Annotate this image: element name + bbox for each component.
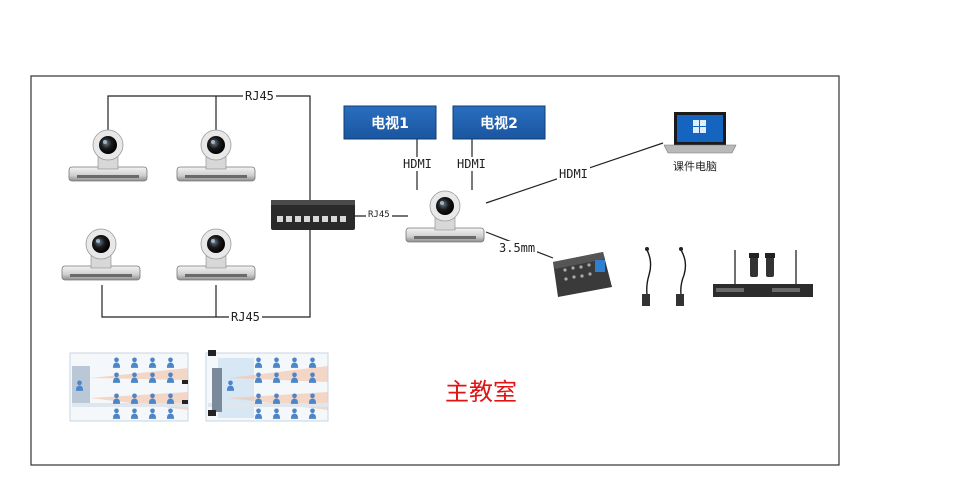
ptz-camera-4 — [176, 228, 256, 281]
audio-label: 3.5mm — [497, 241, 538, 255]
rj45-bottom-line — [101, 230, 311, 318]
microphone-2-icon — [676, 247, 687, 306]
rj45-top-label: RJ45 — [243, 89, 276, 103]
rj45-switch-label: RJ45 — [366, 210, 392, 221]
tv1-label: 电视1 — [371, 115, 409, 132]
audio-mixer-icon — [553, 252, 612, 297]
laptop-icon — [663, 112, 737, 154]
tv1-box — [343, 105, 437, 140]
hdmi-laptop-label: HDMI — [557, 167, 590, 181]
classroom-layout-right — [205, 350, 329, 422]
room-title: 主教室 — [445, 378, 517, 406]
main-ptz-camera — [405, 190, 485, 243]
microphone-1-icon — [642, 247, 652, 306]
tv2-label: 电视2 — [480, 115, 518, 132]
laptop-label: 课件电脑 — [673, 160, 717, 173]
hdmi-tv2-label: HDMI — [455, 157, 488, 171]
ptz-camera-3 — [61, 228, 141, 281]
rj45-bottom-label: RJ45 — [229, 310, 262, 324]
classroom-layout-left — [69, 352, 189, 422]
main-classroom-frame — [30, 75, 840, 466]
hdmi-tv1-label: HDMI — [401, 157, 434, 171]
ptz-camera-2 — [176, 129, 256, 182]
network-switch — [271, 200, 355, 230]
tv2-box — [452, 105, 546, 140]
ptz-camera-1 — [68, 129, 148, 182]
rj45-top-line — [107, 95, 311, 205]
wireless-receiver-icon — [713, 250, 813, 297]
